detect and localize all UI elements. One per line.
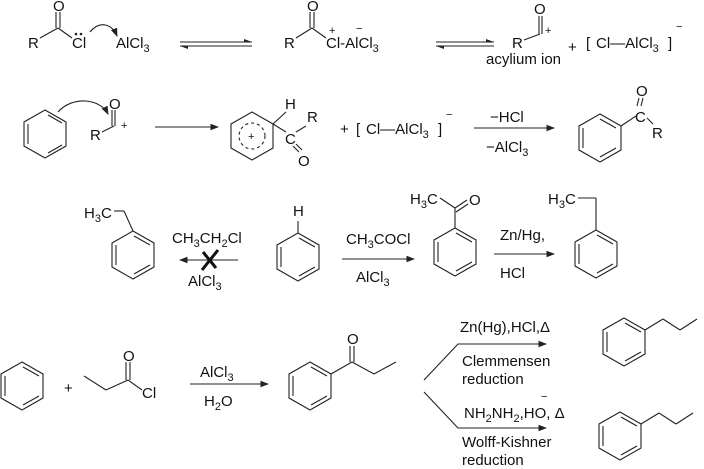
reagent-minus-alcl3: −AlCl3 <box>486 139 528 159</box>
plus-charge: + <box>545 25 551 37</box>
blocked-reagent-bottom: AlCl3 <box>188 273 222 293</box>
acylium-ion: R O + acylium ion <box>486 1 561 68</box>
clemmensen-reduction-label: reduction <box>462 371 524 388</box>
r-label: R <box>512 35 523 52</box>
aryl-ketone-product: C O R <box>578 83 663 163</box>
clemmensen-reagent-top: Zn/Hg, <box>500 227 545 244</box>
o-label: O <box>307 0 319 15</box>
cl-alcl3-label: Cl-AlCl3 <box>326 35 379 55</box>
plus-sign: + <box>568 39 577 56</box>
o-label: O <box>636 83 648 100</box>
acyl-chloride: R O Cl <box>28 0 86 52</box>
curved-electron-arrow <box>89 24 118 38</box>
plus-charge: + <box>329 25 335 37</box>
minus-charge: − <box>356 23 362 35</box>
alcl3-reagent: AlCl3 <box>200 364 234 384</box>
blocked-cross-icon <box>200 249 220 271</box>
minus-charge: − <box>446 109 452 121</box>
tetrachloroaluminate-anion: [ Cl—AlCl3 ] − <box>586 21 682 55</box>
o-label: O <box>109 96 121 113</box>
r-label: R <box>90 127 101 144</box>
bracket-right: ] <box>438 121 442 138</box>
o-label: O <box>123 348 135 365</box>
r-label: R <box>652 125 663 142</box>
clemmensen-reagent-bottom: HCl <box>500 265 525 282</box>
h3c-label: H3C <box>410 191 438 211</box>
equilibrium-arrow-1 <box>180 39 252 49</box>
bracket-left: [ <box>586 35 591 52</box>
reagent-minus-hcl: −HCl <box>490 109 524 126</box>
sigma-complex: + H C R O <box>230 96 318 170</box>
acetophenone: H3C O <box>410 191 481 277</box>
h3c-label: H3C <box>84 205 112 225</box>
plus-charge: + <box>248 131 254 143</box>
cl-label: Cl <box>72 35 86 52</box>
lone-pair-dot <box>74 32 78 36</box>
r-label: R <box>307 109 318 126</box>
alcl3-label: AlCl3 <box>116 35 150 55</box>
c-label: C <box>635 109 646 126</box>
wolff-kishner-arrow <box>423 391 548 432</box>
blocked-reagent-top: CH3CH2Cl <box>172 230 242 250</box>
propiophenone: O <box>288 331 397 411</box>
h2o-reagent: H2O <box>204 393 233 413</box>
benzene-reactant <box>23 109 67 159</box>
plus-charge: + <box>121 120 127 132</box>
ethylbenzene-blocked-product: H3C <box>84 205 155 280</box>
plus-sign: + <box>64 380 73 397</box>
o-label: O <box>469 192 481 209</box>
delocalized-charge-ring <box>238 122 266 150</box>
oxonium-complex: R O + Cl-AlCl3 − <box>284 0 379 55</box>
acylium-caption: acylium ion <box>486 51 561 68</box>
plus-sign: + <box>340 121 349 138</box>
tetrachloroaluminate-anion-row2: [ Cl—AlCl3 ] − <box>356 109 452 141</box>
wolff-kishner-reduction-label: reduction <box>462 452 524 469</box>
acylium-ion-row2: R O + <box>90 96 127 144</box>
h-label: H <box>285 96 296 113</box>
o-label: O <box>298 153 310 170</box>
propylbenzene-wolff-kishner-product <box>598 411 694 461</box>
cl-label: Cl <box>142 385 156 402</box>
propanoyl-chloride: O Cl <box>83 348 156 402</box>
r-label: R <box>284 35 295 52</box>
wolff-kishner-name: Wolff-Kishner <box>462 434 551 451</box>
acylation-reagent-top: CH3COCl <box>346 231 410 251</box>
lone-pair-dot <box>79 32 83 36</box>
benzene-row4 <box>0 361 44 411</box>
h-label: H <box>293 203 304 220</box>
ethylbenzene-product: H3C <box>548 191 618 279</box>
clemmensen-arrow <box>423 340 548 381</box>
wolff-kishner-conditions: NH2NH2,HO, Δ <box>464 405 565 425</box>
clemmensen-conditions: Zn(Hg),HCl,Δ <box>460 319 550 336</box>
o-label: O <box>53 0 65 15</box>
o-label: O <box>347 331 359 348</box>
propylbenzene-clemmensen-product <box>602 317 698 367</box>
curved-electron-arrow <box>57 100 109 115</box>
minus-charge: − <box>676 21 682 33</box>
r-label: R <box>28 35 39 52</box>
o-label: O <box>534 1 546 18</box>
anion-label: Cl—AlCl3 <box>596 35 659 55</box>
hydroxide-minus-charge: − <box>541 391 547 403</box>
h3c-label: H3C <box>548 191 576 211</box>
bracket-right: ] <box>668 35 672 52</box>
acylation-reagent-bottom: AlCl3 <box>356 269 390 289</box>
benzene-center: H <box>276 203 320 282</box>
c-label: C <box>285 131 296 148</box>
clemmensen-name: Clemmensen <box>462 353 550 370</box>
bracket-left: [ <box>356 121 361 138</box>
anion-label: Cl—AlCl3 <box>366 121 429 141</box>
equilibrium-arrow-2 <box>436 39 494 49</box>
